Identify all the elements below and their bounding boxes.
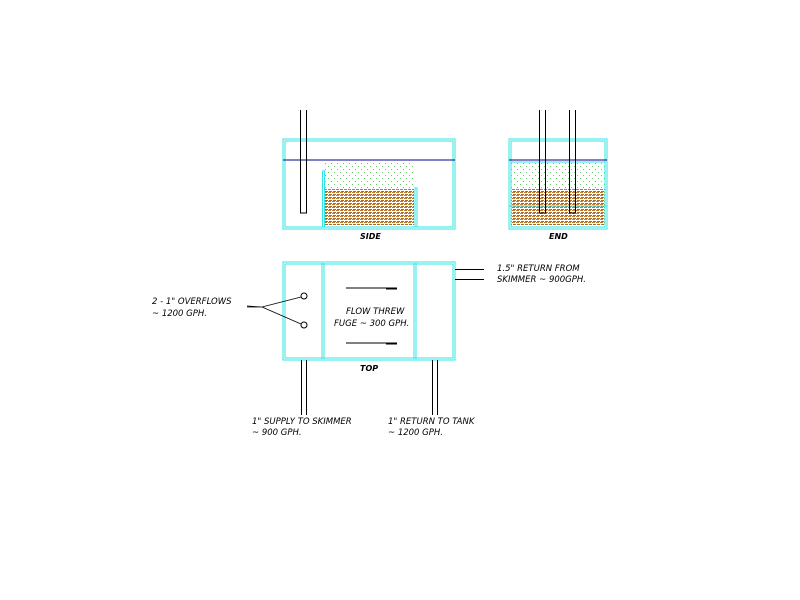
tank-return-label-1: 1" RETURN TO TANK (388, 417, 476, 427)
fuge-label-2: FUGE ~ 300 GPH. (334, 319, 409, 329)
overflow-pipe (569, 110, 576, 214)
overflows-label-2: ~ 1200 GPH. (152, 309, 207, 319)
sand-bed (325, 189, 414, 225)
end-view: END (508, 110, 608, 241)
side-label: SIDE (360, 232, 381, 241)
chaeto-region (325, 163, 414, 189)
skimmer-return-label-1: 1.5" RETURN FROM (497, 264, 580, 274)
tank-outline (282, 138, 456, 230)
overflow-pipe (539, 110, 546, 214)
skimmer-return-label-2: SKIMMER ~ 900GPH. (497, 275, 586, 285)
overflows-label-1: 2 - 1" OVERFLOWS (152, 297, 232, 307)
end-label: END (549, 232, 568, 241)
baffle (414, 187, 418, 228)
top-view: FLOW THREW FUGE ~ 300 GPH. TOP (246, 261, 484, 415)
tank-return-label-2: ~ 1200 GPH. (388, 428, 443, 438)
overflow-circle (300, 321, 308, 329)
baffle (322, 170, 325, 228)
side-view: SIDE (282, 110, 456, 241)
skimmer-supply-label-1: 1" SUPPLY TO SKIMMER (252, 417, 352, 427)
skimmer-supply-label-2: ~ 900 GPH. (252, 428, 302, 438)
fuge-label-1: FLOW THREW (346, 307, 405, 317)
leader-line (246, 296, 302, 325)
top-label: TOP (360, 364, 378, 373)
overflow-pipe (300, 110, 307, 214)
overflow-circle (300, 292, 308, 300)
